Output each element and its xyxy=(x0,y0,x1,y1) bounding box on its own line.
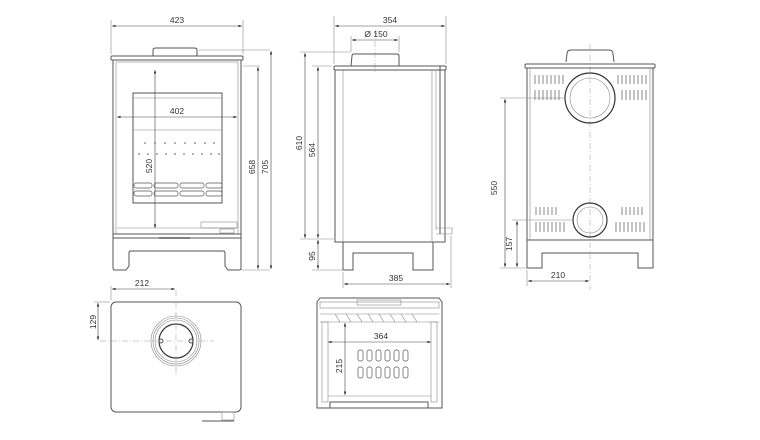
front-grate-slots xyxy=(133,182,223,197)
dim-side-flue-height: 610 xyxy=(294,136,304,150)
dim-back-rear-outlet: 157 xyxy=(504,237,514,251)
back-body xyxy=(526,67,654,241)
dim-front-width: 423 xyxy=(170,15,184,25)
dim-top-flue-x: 212 xyxy=(135,278,149,288)
front-air-holes xyxy=(138,142,220,155)
dim-side-flue-diameter: Ø 150 xyxy=(364,29,387,39)
side-view: 354 Ø 150 610 564 95 385 xyxy=(294,15,453,288)
top-flue-opening xyxy=(158,323,194,359)
front-flue-collar xyxy=(152,47,198,56)
side-flue-collar xyxy=(350,53,400,67)
dim-front-glass-width: 402 xyxy=(170,106,184,116)
dim-back-top-outlet: 550 xyxy=(489,181,499,195)
front-base xyxy=(112,238,242,271)
dim-front-glass-height: 520 xyxy=(144,159,154,173)
side-body xyxy=(334,69,446,243)
back-bottom-vents xyxy=(535,207,645,232)
section-ash-lip xyxy=(329,401,429,409)
firebox-section-view: 364 215 xyxy=(316,297,443,409)
dim-side-depth-top: 354 xyxy=(383,15,397,25)
section-grate-slots xyxy=(357,349,409,379)
dim-side-body-height: 564 xyxy=(307,143,317,157)
front-top-plate xyxy=(110,55,244,61)
dim-side-depth-bottom: 385 xyxy=(389,273,403,283)
front-glass xyxy=(132,92,223,204)
dim-section-depth: 215 xyxy=(334,359,344,373)
back-view: 550 157 210 xyxy=(489,44,656,290)
back-top-vents xyxy=(534,75,647,100)
front-view: 423 402 520 658 705 xyxy=(110,15,273,271)
dim-top-flue-y: 129 xyxy=(88,315,98,329)
side-base xyxy=(342,242,434,271)
back-base xyxy=(526,240,654,269)
dim-section-width: 364 xyxy=(374,331,388,341)
dim-back-center-offset: 210 xyxy=(551,270,565,280)
dim-front-body-height: 658 xyxy=(247,160,257,174)
top-view: 212 129 xyxy=(88,278,242,422)
dim-front-total-height: 705 xyxy=(260,160,270,174)
side-top-plate xyxy=(333,65,447,71)
dim-side-leg-height: 95 xyxy=(307,251,317,261)
section-outline xyxy=(316,297,443,409)
